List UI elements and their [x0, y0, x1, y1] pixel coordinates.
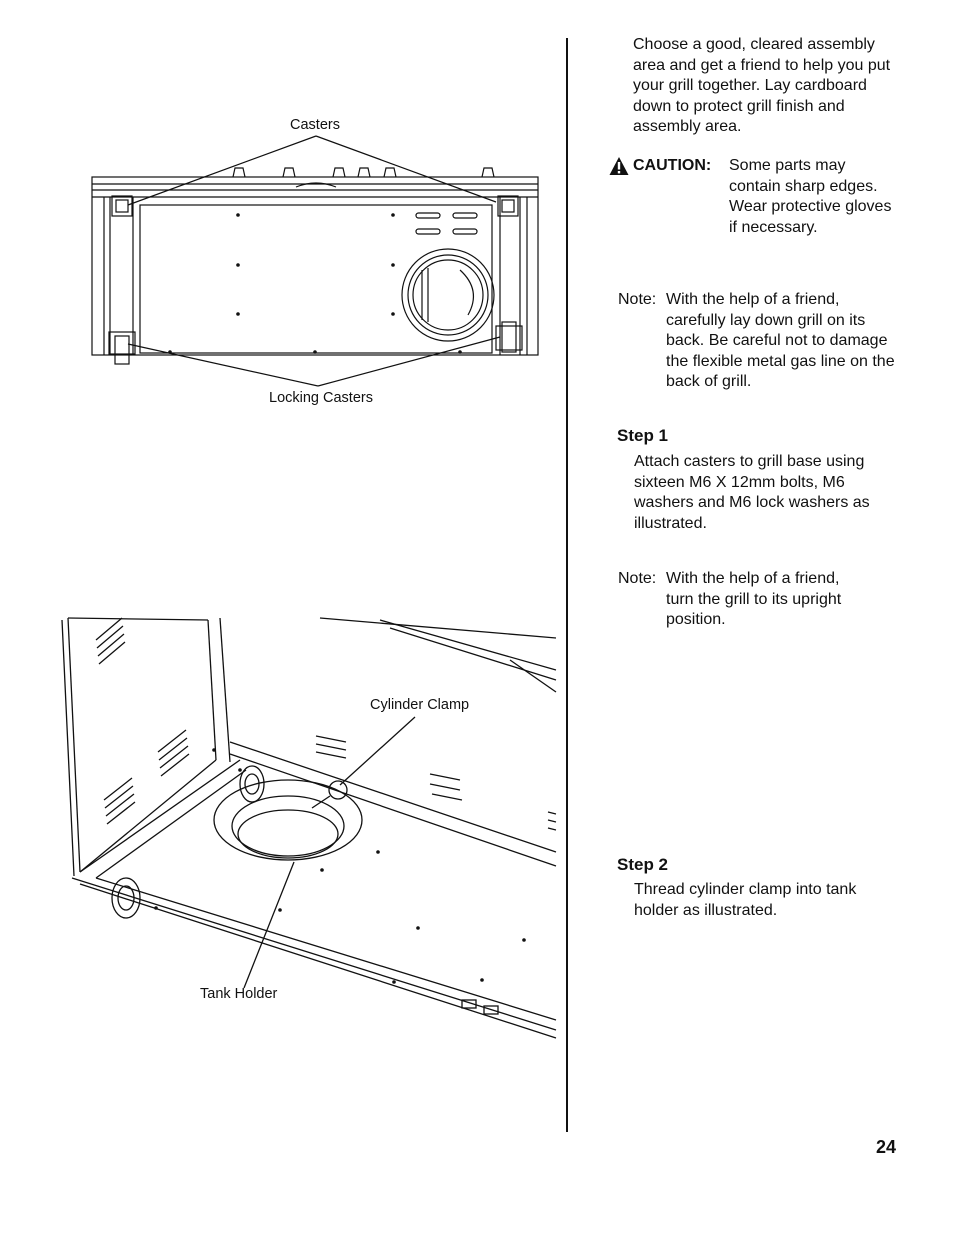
casters-label: Casters: [290, 117, 340, 133]
caution-text: Some parts may contain sharp edges. Wear…: [729, 157, 892, 236]
page-number: 24: [876, 1137, 897, 1157]
step2-title: Step 2: [617, 855, 669, 874]
tank-holder-label: Tank Holder: [200, 986, 278, 1002]
step1-text: Attach casters to grill base using sixte…: [634, 453, 870, 532]
intro-paragraph: Choose a good, cleared assembly area and…: [633, 36, 891, 135]
cylinder-clamp-label: Cylinder Clamp: [370, 697, 470, 713]
note1-text: With the help of a friend, carefully lay…: [666, 291, 895, 390]
column-divider: [566, 38, 568, 1132]
note2-label: Note:: [618, 570, 657, 587]
note2-text: With the help of a friend, turn the gril…: [666, 570, 842, 628]
step1-title: Step 1: [617, 426, 669, 445]
note1-label: Note:: [618, 291, 657, 308]
step2-text: Thread cylinder clamp into tank holder a…: [634, 881, 857, 919]
caution-label: CAUTION:: [633, 157, 712, 174]
warning-triangle-icon: [609, 157, 629, 175]
locking-casters-label: Locking Casters: [269, 390, 373, 406]
